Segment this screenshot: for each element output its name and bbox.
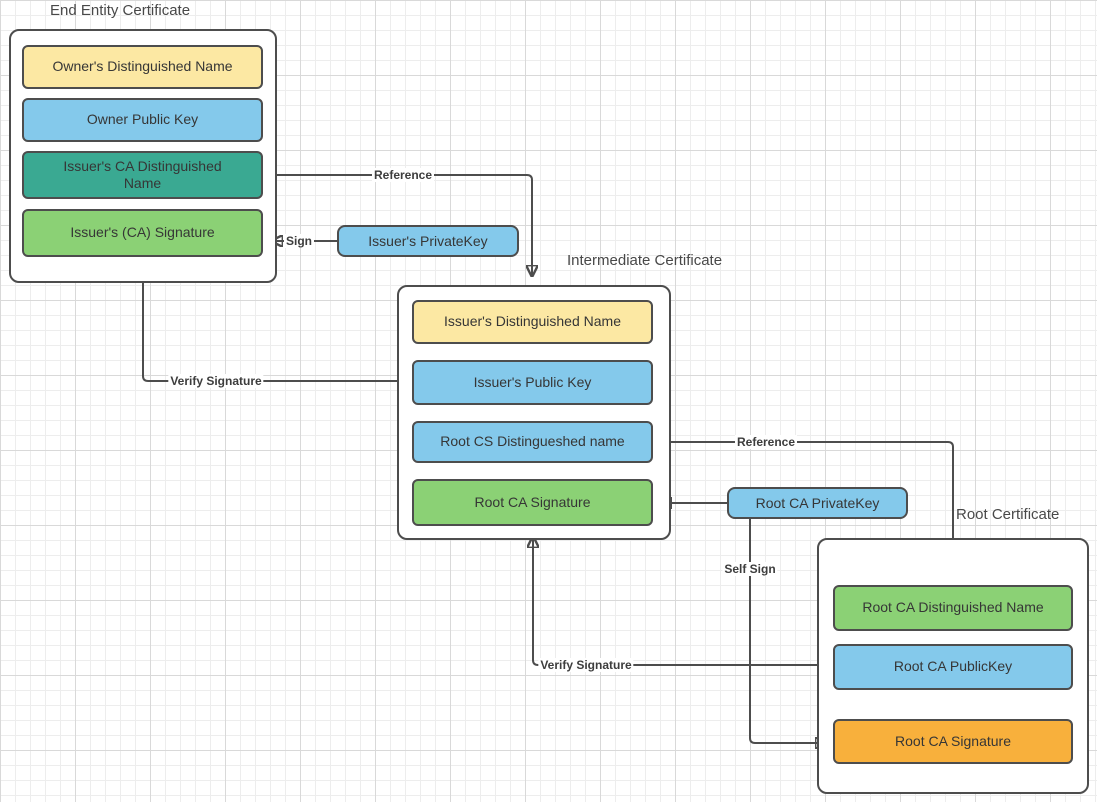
connector-verify-signature-1[interactable] <box>143 266 412 382</box>
reference-label-1: Reference <box>371 168 435 182</box>
issuers-ca-signature-box[interactable]: Issuer's (CA) Signature <box>22 209 263 257</box>
owners-distinguished-name-box[interactable]: Owner's Distinguished Name <box>22 45 263 89</box>
issuers-distinguished-name-label: Issuer's Distinguished Name <box>444 313 621 330</box>
root-cs-distingueshed-name-label: Root CS Distingueshed name <box>440 433 625 450</box>
issuers-public-key-label: Issuer's Public Key <box>473 373 592 390</box>
connector-reference-to-root[interactable] <box>654 441 953 578</box>
root-ca-distinguished-name-box[interactable]: Root CA Distinguished Name <box>833 585 1073 631</box>
root-ca-private-key-box[interactable]: Root CA PrivateKey <box>727 487 908 519</box>
owners-distinguished-name-label: Owner's Distinguished Name <box>52 58 233 75</box>
reference-label-2: Reference <box>734 435 798 449</box>
issuers-ca-distinguished-name-label: Issuer's CA Distinguished Name <box>63 157 222 192</box>
owner-public-key-label: Owner Public Key <box>86 111 199 128</box>
verify-signature-label-1: Verify Signature <box>168 374 264 388</box>
issuers-ca-distinguished-name-box[interactable]: Issuer's CA Distinguished Name <box>22 151 263 199</box>
root-ca-publickey-box[interactable]: Root CA PublicKey <box>833 644 1073 690</box>
root-ca-private-key-label: Root CA PrivateKey <box>755 495 880 511</box>
issuers-public-key-box[interactable]: Issuer's Public Key <box>412 360 653 405</box>
connector-self-sign[interactable] <box>749 519 826 743</box>
root-ca-signature-root-label: Root CA Signature <box>895 732 1011 749</box>
verify-signature-label-2: Verify Signature <box>538 658 634 672</box>
root-ca-publickey-label: Root CA PublicKey <box>893 658 1013 675</box>
root-ca-signature-intermediate-label: Root CA Signature <box>474 493 591 510</box>
issuers-distinguished-name-box[interactable]: Issuer's Distinguished Name <box>412 300 653 344</box>
issuers-private-key-box[interactable]: Issuer's PrivateKey <box>337 225 519 257</box>
issuers-ca-signature-label: Issuer's (CA) Signature <box>70 224 215 241</box>
end-entity-certificate-title: End Entity Certificate <box>50 2 191 19</box>
issuers-private-key-label: Issuer's PrivateKey <box>368 233 488 249</box>
root-ca-signature-intermediate-box[interactable]: Root CA Signature <box>412 479 653 526</box>
self-sign-label: Self Sign <box>722 562 778 576</box>
root-ca-distinguished-name-label: Root CA Distinguished Name <box>862 599 1044 616</box>
root-cs-distingueshed-name-box[interactable]: Root CS Distingueshed name <box>412 421 653 463</box>
connector-reference-to-intermediate[interactable] <box>266 174 532 276</box>
sign-label: Sign <box>284 234 314 248</box>
root-ca-signature-root-box[interactable]: Root CA Signature <box>833 719 1073 764</box>
root-certificate-title: Root Certificate <box>956 506 1060 523</box>
connector-verify-signature-2[interactable] <box>533 537 832 666</box>
intermediate-certificate-title: Intermediate Certificate <box>567 252 723 269</box>
owner-public-key-box[interactable]: Owner Public Key <box>22 98 263 142</box>
